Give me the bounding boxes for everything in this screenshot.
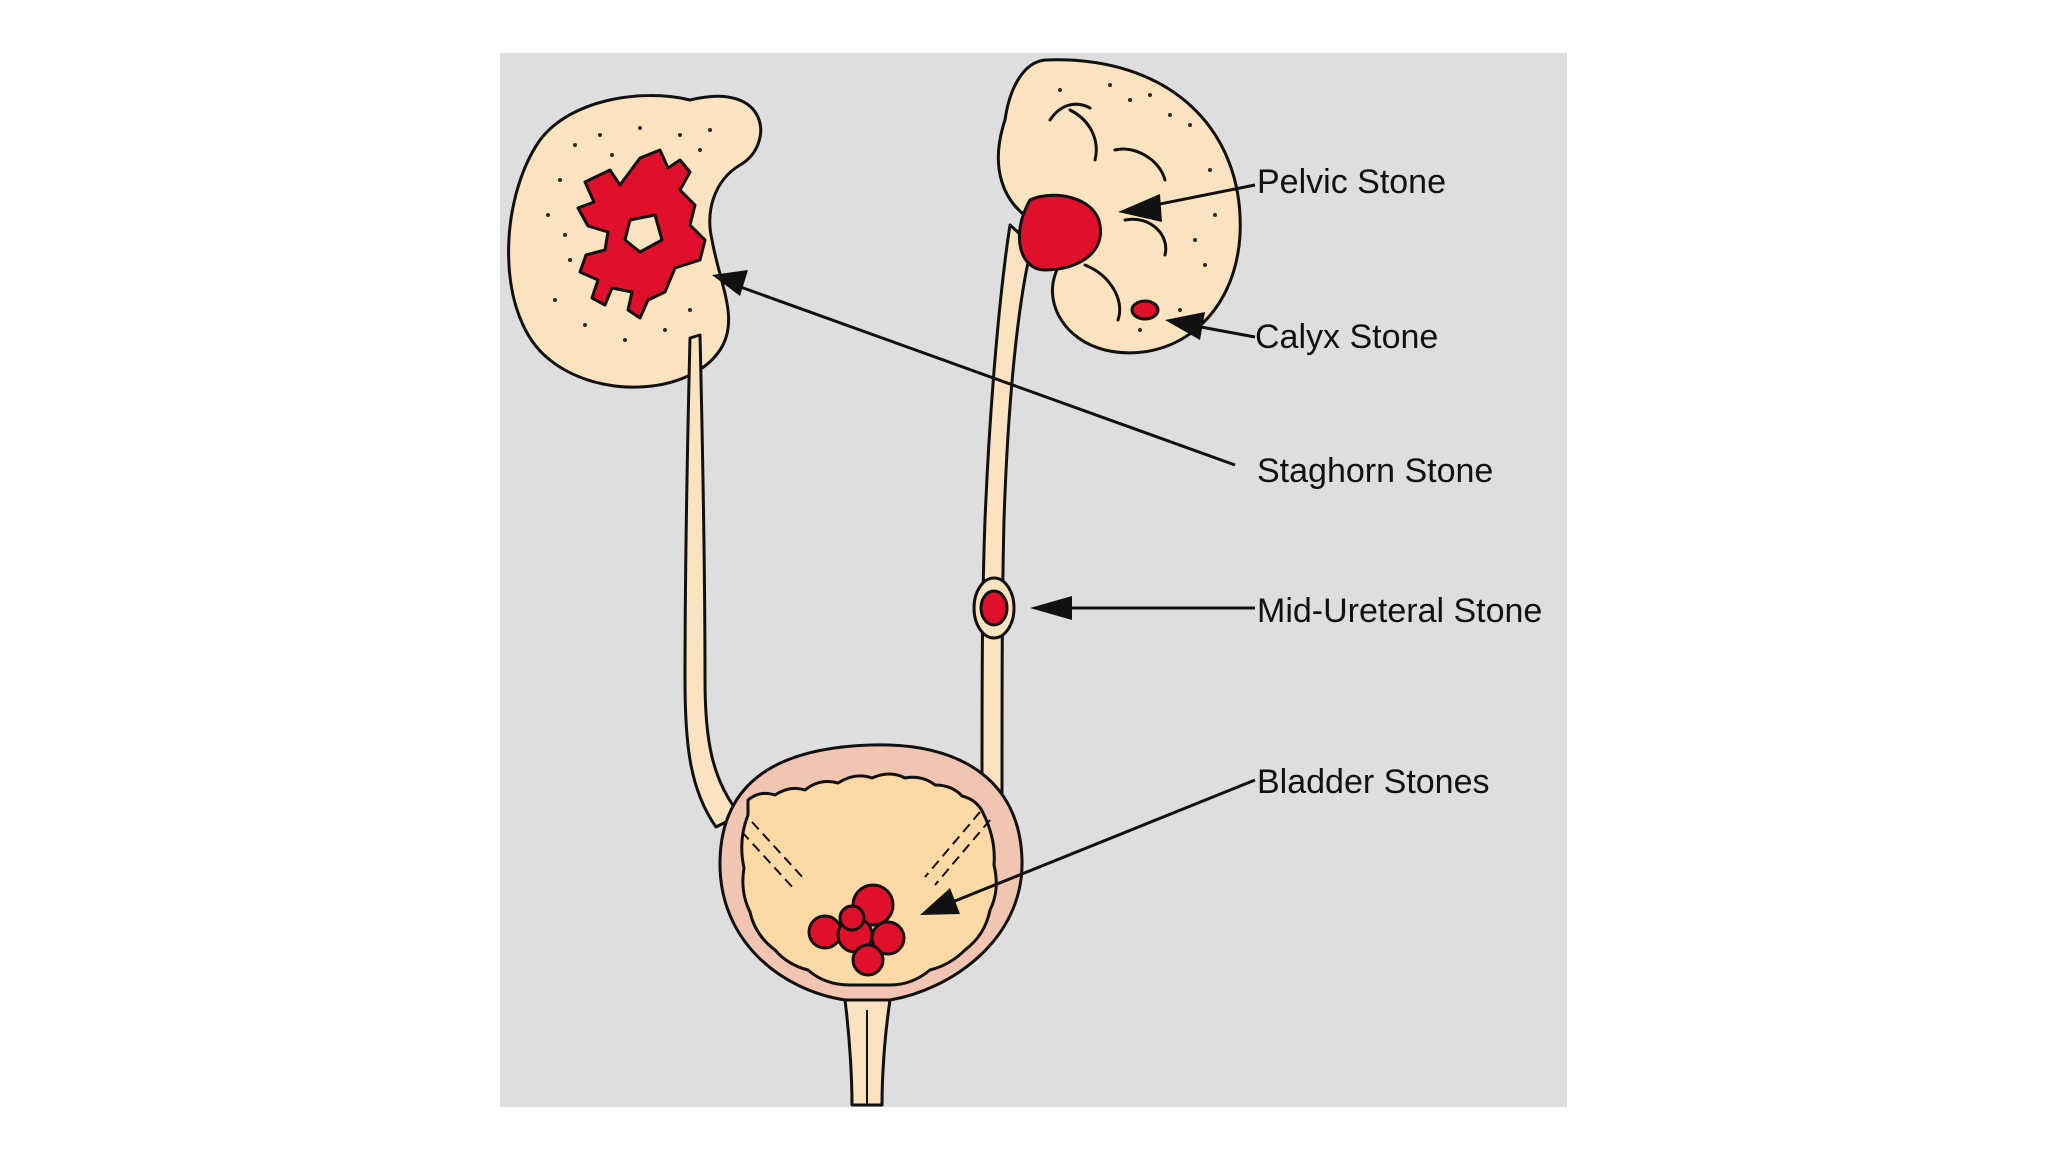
left-kidney-texture bbox=[546, 126, 712, 342]
mid-ureteral-stone-pointer bbox=[1030, 596, 1255, 620]
staghorn-stone-pointer bbox=[712, 270, 1236, 467]
bladder-stones bbox=[807, 883, 906, 977]
calyx-stone bbox=[1130, 299, 1160, 321]
right-kidney-texture bbox=[1058, 83, 1217, 332]
bladder-stones-label: Bladder Stones bbox=[1257, 763, 1490, 801]
mid-ureteral-stone bbox=[979, 589, 1009, 627]
staghorn-stone-label: Staghorn Stone bbox=[1257, 452, 1493, 490]
bladder bbox=[718, 743, 1024, 1107]
bladder-stones-pointer bbox=[920, 778, 1256, 915]
pelvic-stone-pointer bbox=[1118, 183, 1256, 222]
pelvic-stone-label: Pelvic Stone bbox=[1257, 163, 1446, 201]
staghorn-stone bbox=[576, 148, 707, 320]
calyx-stone-pointer bbox=[1165, 312, 1256, 340]
right-kidney bbox=[997, 58, 1242, 355]
mid-ureteral-stone-label: Mid-Ureteral Stone bbox=[1257, 592, 1542, 630]
calyx-stone-label: Calyx Stone bbox=[1255, 318, 1438, 356]
pelvic-stone bbox=[1017, 193, 1102, 272]
left-ureter bbox=[683, 333, 742, 829]
